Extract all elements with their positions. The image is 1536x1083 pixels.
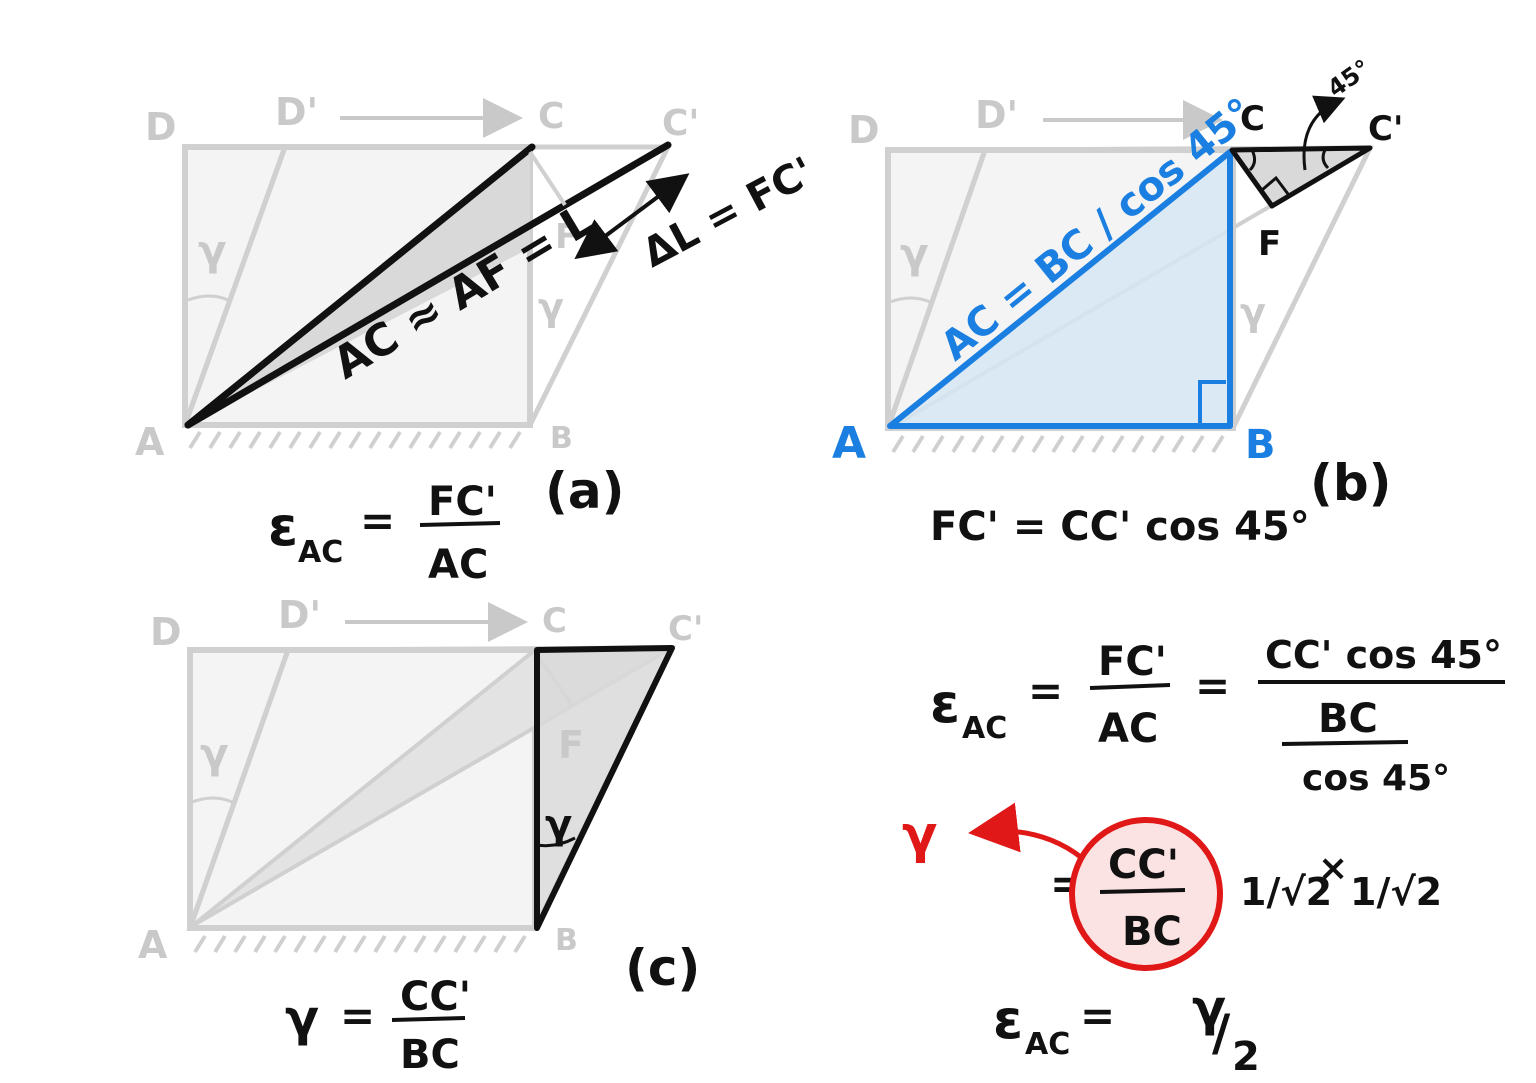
panel-c-eq-lhs: γ bbox=[285, 989, 319, 1047]
panel-c-gamma-arc-tri bbox=[536, 836, 576, 848]
panel-a-label-gamma-left: γ bbox=[198, 226, 227, 275]
panel-c-eq-den: BC bbox=[400, 1032, 460, 1078]
panel-a-label-f: F bbox=[555, 217, 578, 257]
panel-b-label-b: B bbox=[1245, 422, 1276, 468]
deriv-red-circle bbox=[1069, 817, 1223, 971]
panel-b-ground-hatch bbox=[891, 434, 1225, 454]
panel-a-caption: (a) bbox=[545, 462, 624, 520]
panel-c: D D' C C' A B F γ γ (c) γ = CC' BC bbox=[138, 593, 703, 1078]
panel-b-label-45: 45° bbox=[1322, 54, 1375, 103]
panel-a-eq-equals: = bbox=[360, 496, 395, 545]
panel-a-label-gamma-right: γ bbox=[538, 285, 564, 329]
panel-a-delta-label: ΔL = FC' bbox=[635, 149, 821, 277]
deriv-line3-rhs-num: γ bbox=[1192, 979, 1226, 1037]
panel-a-label-d: D bbox=[145, 105, 177, 149]
panel-b-label-gamma-left: γ bbox=[900, 229, 929, 278]
panel-a-gamma-arc bbox=[187, 294, 229, 302]
deriv-times: × bbox=[1318, 848, 1348, 889]
panel-a-eq-lhs-sub: AC bbox=[298, 535, 343, 570]
deriv-frac1-bar bbox=[1089, 683, 1171, 690]
panel-c-label-cprime: C' bbox=[668, 609, 703, 649]
deriv-line3-lhs: ε bbox=[993, 988, 1023, 1051]
panel-c-shear-triangle bbox=[534, 645, 675, 931]
panel-a-eq-num: FC' bbox=[428, 479, 497, 525]
deriv-line3-rhs-slash: / bbox=[1212, 1004, 1231, 1062]
deriv-big-num: CC' cos 45° bbox=[1265, 633, 1502, 677]
panel-c-label-gamma-tri: γ bbox=[545, 802, 572, 848]
deriv-line1-lhs: ε bbox=[930, 672, 960, 735]
deriv-frac1-num: FC' bbox=[1098, 639, 1167, 685]
panel-b-label-dprime: D' bbox=[975, 93, 1018, 137]
panel-b-angle-arc-right bbox=[1321, 149, 1330, 170]
deriv-frac1-den: AC bbox=[1098, 706, 1158, 752]
deriv-factor1: 1/√2 bbox=[1240, 870, 1332, 914]
panel-b-angle-arc-left bbox=[1248, 149, 1257, 172]
panel-a-delta-arrow bbox=[574, 173, 690, 260]
derivation: ε AC = FC' AC = CC' cos 45° BC cos 45° γ… bbox=[902, 633, 1505, 1080]
panel-b-caption: (b) bbox=[1310, 454, 1392, 512]
panel-c-label-c: C bbox=[542, 601, 567, 641]
panel-c-ground-hatch bbox=[193, 934, 527, 954]
panel-c-label-f: F bbox=[558, 723, 584, 767]
panel-a-eq-lhs: ε bbox=[268, 495, 298, 558]
deriv-circled-den: BC bbox=[1122, 909, 1182, 955]
panel-b-small-right-angle bbox=[1261, 175, 1290, 195]
panel-c-label-dprime: D' bbox=[278, 593, 321, 637]
panel-c-eq-num: CC' bbox=[400, 974, 471, 1020]
panel-a-eq-den: AC bbox=[428, 542, 488, 588]
panel-b-label-gamma-right: γ bbox=[1240, 290, 1266, 334]
panel-c-ac-line bbox=[190, 648, 537, 928]
panel-b-relation: FC' = CC' cos 45° bbox=[930, 504, 1310, 550]
deriv-line3-eq: = bbox=[1080, 991, 1115, 1040]
panel-c-label-b: B bbox=[555, 923, 578, 958]
deriv-line1-lhs-sub: AC bbox=[962, 711, 1007, 746]
deriv-line3-lhs-sub: AC bbox=[1025, 1027, 1070, 1062]
deriv-big-den-bar bbox=[1281, 740, 1409, 746]
deriv-big-den-den: cos 45° bbox=[1302, 758, 1450, 799]
panel-b-label-d: D bbox=[848, 108, 880, 152]
panel-a-label-a: A bbox=[135, 420, 165, 464]
panel-b-45-arrow bbox=[1302, 95, 1346, 171]
panel-a-label-dprime: D' bbox=[275, 90, 318, 134]
panel-b-blue-triangle bbox=[887, 149, 1233, 429]
panel-a-label-b: B bbox=[550, 421, 573, 456]
panel-c-label-gamma-left: γ bbox=[200, 729, 229, 778]
panel-c-eq-equals: = bbox=[340, 991, 375, 1040]
deriv-line3-rhs-den: 2 bbox=[1232, 1034, 1260, 1080]
panel-c-caption: (c) bbox=[625, 939, 700, 997]
panel-b-label-cprime: C' bbox=[1368, 109, 1403, 149]
panel-c-label-d: D bbox=[150, 610, 182, 654]
panel-b-sheared-left-edge bbox=[885, 149, 988, 429]
panel-b-label-c: C bbox=[1240, 99, 1265, 139]
panel-b: D D' C C' 45° F A B γ γ AC = BC / cos 45… bbox=[832, 54, 1403, 550]
deriv-eq1: = bbox=[1028, 666, 1063, 715]
panel-c-label-a: A bbox=[138, 923, 168, 967]
panel-a-eq-fraction-bar bbox=[419, 521, 501, 527]
deriv-circled-num: CC' bbox=[1108, 842, 1179, 888]
panel-a-label-cprime: C' bbox=[662, 103, 699, 144]
deriv-red-arrow bbox=[968, 802, 1084, 860]
panel-a: D D' C C' A B F γ γ AC ≈ AF = L ΔL = FC'… bbox=[135, 90, 822, 588]
panel-c-sheared-left-edge bbox=[187, 649, 291, 929]
panel-b-right-angle-mark bbox=[1198, 380, 1226, 426]
panel-b-label-a: A bbox=[832, 418, 866, 469]
panel-a-ac-line bbox=[184, 143, 536, 429]
panel-b-label-f: F bbox=[1258, 224, 1281, 264]
panel-a-cf-line bbox=[528, 150, 567, 207]
deriv-big-den-num: BC bbox=[1318, 696, 1378, 742]
panel-b-gamma-arc bbox=[889, 296, 931, 304]
deriv-gamma-red: γ bbox=[902, 805, 937, 865]
panel-a-ground-hatch bbox=[188, 430, 522, 450]
deriv-circled-bar bbox=[1099, 888, 1186, 894]
panel-c-gamma-arc bbox=[191, 796, 233, 804]
panel-b-small-triangle bbox=[1229, 145, 1373, 209]
panel-c-eq-fraction-bar bbox=[391, 1016, 466, 1022]
deriv-factor2: 1/√2 bbox=[1350, 870, 1442, 914]
panel-a-label-c: C bbox=[538, 96, 564, 137]
panel-a-sheared-left-edge bbox=[182, 146, 288, 426]
deriv-eq2: = bbox=[1195, 661, 1230, 710]
